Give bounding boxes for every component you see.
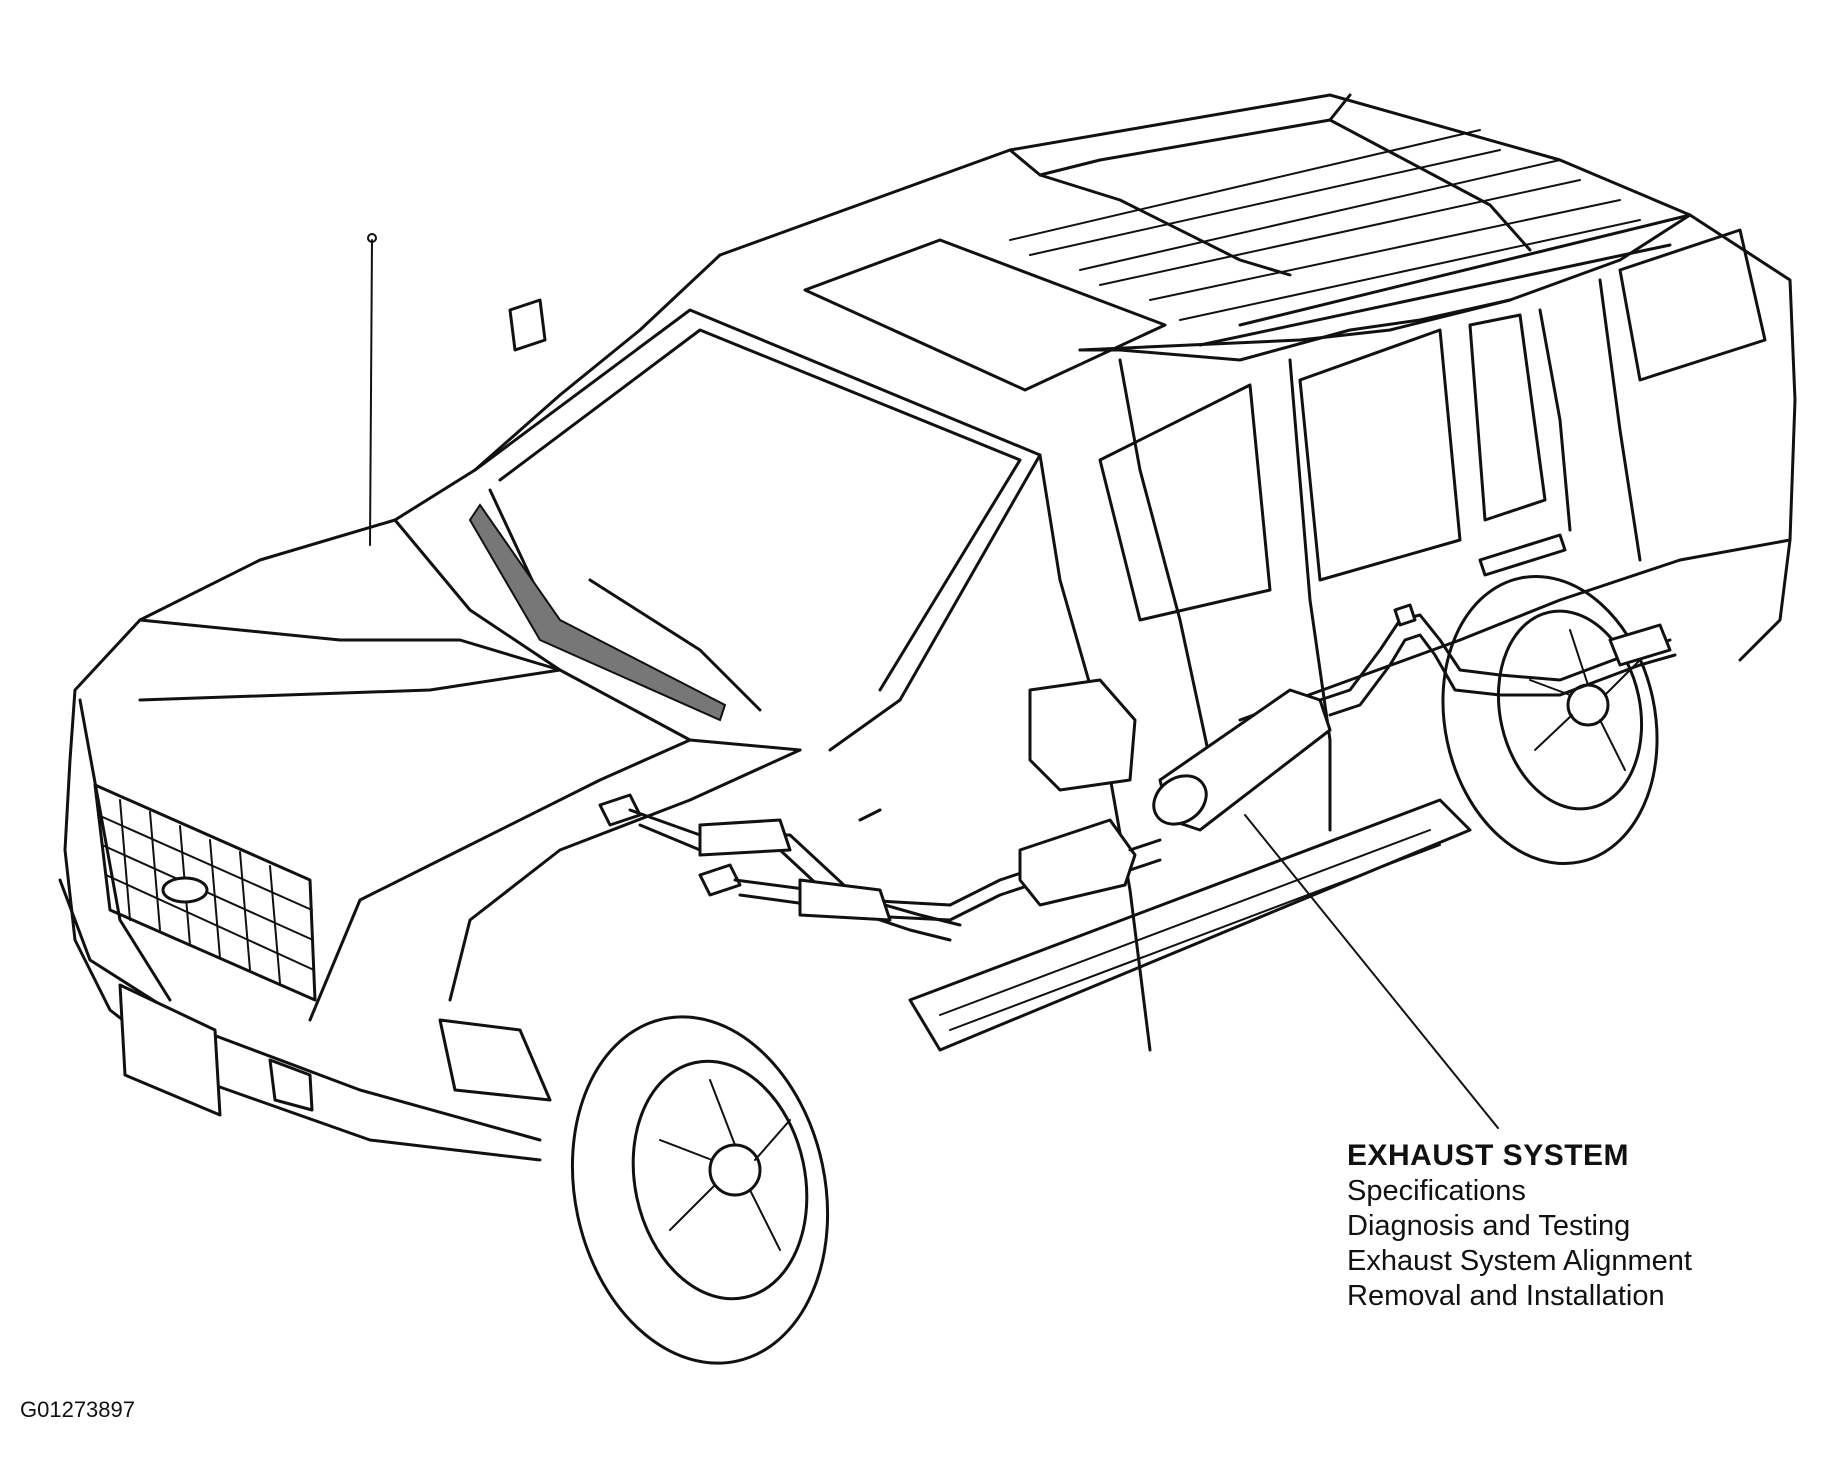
callout-item-specifications: Specifications: [1347, 1175, 1526, 1207]
exhaust-system-callout: EXHAUST SYSTEM Specifications Diagnosis …: [1347, 1138, 1692, 1314]
vehicle-body: [63, 213, 1797, 1162]
exhaust-system: [598, 603, 1677, 942]
front-wheel: [570, 1015, 830, 1365]
cowl-vent: [468, 503, 727, 722]
front-bumper: [58, 878, 542, 1142]
figure-id: G01273897: [20, 1397, 135, 1422]
headlight: [438, 1018, 552, 1102]
side-mirror: [508, 298, 547, 352]
antenna: [367, 233, 377, 546]
grille: [93, 783, 317, 1002]
roof-rack: [718, 93, 1692, 347]
rear-wheel: [1441, 574, 1659, 866]
callout-item-alignment: Exhaust System Alignment: [1347, 1245, 1692, 1277]
callout-title: EXHAUST SYSTEM: [1347, 1139, 1630, 1172]
callout-item-removal-installation: Removal and Installation: [1347, 1280, 1665, 1312]
callout-item-diagnosis-testing: Diagnosis and Testing: [1347, 1210, 1631, 1242]
sunroof: [803, 238, 1167, 392]
callout-leader-line: [1244, 814, 1499, 1129]
side-mirror: [1028, 678, 1137, 792]
